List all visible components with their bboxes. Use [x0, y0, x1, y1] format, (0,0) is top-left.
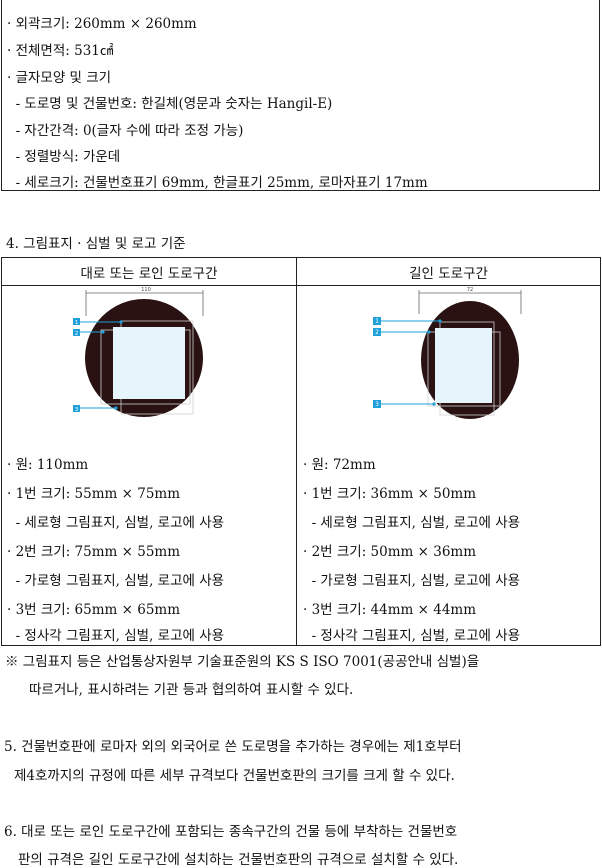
item5-line-1: 5. 건물번호판에 로마자 외의 외국어로 쓴 도로명을 추가하는 경우에는 제… — [4, 739, 462, 755]
spec-alignment: - 정렬방식: 가운데 — [7, 149, 121, 165]
note-line-2: 따르거나, 표시하려는 기관 등과 협의하여 표시할 수 있다. — [29, 682, 354, 698]
left-marker-3-label: 3 — [75, 407, 79, 413]
left-symbol-diagram: 110 1 2 3 — [73, 287, 204, 417]
left-size-3-usage: - 정사각 그림표지, 심벌, 로고에 사용 — [7, 628, 225, 644]
spec-font-heading: · 글자모양 및 크기 — [7, 70, 112, 86]
right-symbol-diagram: 72 1 2 3 — [373, 287, 522, 419]
left-circle-size: · 원: 110mm — [7, 457, 89, 473]
right-leader-dot-2 — [427, 330, 431, 334]
right-size-1: · 1번 크기: 36mm × 50mm — [303, 486, 477, 502]
right-leader-dot-1 — [438, 319, 442, 323]
right-marker-2-label: 2 — [375, 329, 379, 336]
left-marker-2-label: 2 — [75, 331, 79, 337]
right-dimension-label: 72 — [467, 287, 473, 293]
right-square-area — [435, 328, 492, 403]
right-size-3: · 3번 크기: 44mm × 44mm — [303, 602, 477, 618]
right-size-1-usage: - 세로형 그림표지, 심벌, 로고에 사용 — [303, 515, 521, 531]
table-header-divider — [2, 285, 600, 286]
left-marker-1-label: 1 — [75, 320, 79, 326]
left-leader-dot-3 — [114, 406, 118, 410]
spec-total-area: · 전체면적: 531㎠ — [7, 43, 114, 59]
spec-box — [1, 0, 600, 191]
note-line-1: ※ 그림표지 등은 산업통상자원부 기술표준원의 KS S ISO 7001(공… — [5, 654, 480, 670]
left-leader-dot-1 — [119, 320, 123, 324]
left-square-area — [113, 327, 185, 399]
left-size-3: · 3번 크기: 65mm × 65mm — [7, 602, 181, 618]
right-marker-1-label: 1 — [375, 318, 379, 325]
right-leader-dot-3 — [432, 402, 436, 406]
left-size-1: · 1번 크기: 55mm × 75mm — [7, 486, 181, 502]
spec-vertical-size: - 세로크기: 건물번호표기 69mm, 한글표기 25mm, 로마자표기 17… — [7, 175, 428, 191]
left-column-header: 대로 또는 로인 도로구간 — [80, 266, 218, 282]
table-column-divider — [296, 258, 297, 645]
left-marker-1 — [73, 318, 80, 325]
right-marker-3 — [373, 400, 381, 408]
left-size-2: · 2번 크기: 75mm × 55mm — [7, 544, 181, 560]
left-size-1-usage: - 세로형 그림표지, 심벌, 로고에 사용 — [7, 515, 225, 531]
right-circle-size: · 원: 72mm — [303, 457, 376, 473]
item6-line-1: 6. 대로 또는 로인 도로구간에 포함되는 종속구간의 건물 등에 부착하는 … — [4, 824, 458, 840]
right-size-2-usage: - 가로형 그림표지, 심벌, 로고에 사용 — [303, 573, 521, 589]
right-marker-2 — [373, 328, 381, 336]
spec-outer-size: · 외곽크기: 260mm × 260mm — [7, 16, 197, 32]
right-size-2: · 2번 크기: 50mm × 36mm — [303, 544, 477, 560]
spec-letter-spacing: - 자간간격: 0(글자 수에 따라 조정 가능) — [7, 123, 244, 139]
left-size-2-usage: - 가로형 그림표지, 심벌, 로고에 사용 — [7, 573, 225, 589]
item6-line-2: 판의 규격은 길인 도로구간에 설치하는 건물번호판의 규격으로 설치할 수 있… — [18, 852, 459, 868]
left-marker-2 — [73, 329, 80, 336]
right-column-header: 길인 도로구간 — [409, 266, 488, 282]
spec-font-road: - 도로명 및 건물번호: 한길체(영문과 숫자는 Hangil-E) — [7, 96, 333, 112]
left-dimension-label: 110 — [141, 287, 151, 293]
section4-title: 4. 그림표지 · 심벌 및 로고 기준 — [6, 236, 186, 252]
right-marker-3-label: 3 — [375, 401, 379, 408]
item5-line-2: 제4호까지의 규정에 따른 세부 규격보다 건물번호판의 크기를 크게 할 수 … — [14, 768, 455, 784]
left-leader-dot-2 — [101, 330, 105, 334]
right-marker-1 — [373, 317, 381, 325]
right-size-3-usage: - 정사각 그림표지, 심벌, 로고에 사용 — [303, 628, 521, 644]
left-marker-3 — [73, 405, 80, 412]
symbol-table: 대로 또는 로인 도로구간 길인 도로구간 110 1 2 3 72 — [1, 257, 601, 646]
